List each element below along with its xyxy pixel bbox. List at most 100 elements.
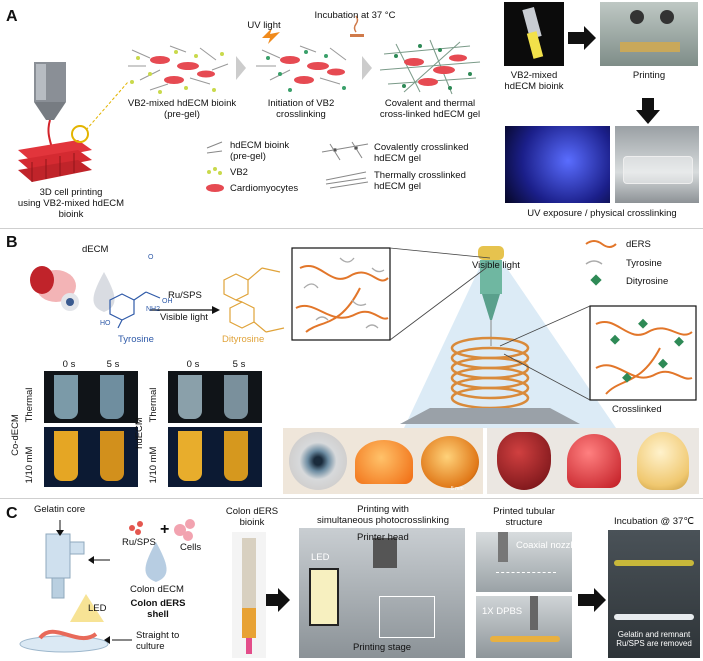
dityrosine-name: Dityrosine: [222, 334, 265, 345]
photo-ders-bioink: [232, 532, 266, 658]
printer-icon: [34, 62, 66, 166]
panel-label-a: A: [6, 8, 18, 25]
legend-dityrosine-label: Dityrosine: [626, 276, 669, 287]
network-zoom-right: [589, 305, 697, 401]
catalyst-label: Ru/SPS: [168, 290, 202, 301]
stage3-network: [379, 39, 481, 95]
vial-thermal-hdecm: [168, 371, 262, 423]
time-5s-b: 5 s: [232, 359, 246, 370]
photo4-caption: Gelatin and remnant Ru/SPS are removed: [616, 630, 692, 648]
photo-printing: [600, 2, 698, 66]
stage3-label: Covalent and thermal cross-linked hdECM …: [379, 98, 481, 120]
tyrosine-structure: [109, 291, 161, 329]
photo1-title: Colon dERS bioink: [225, 506, 279, 528]
photo2-led-label: LED: [311, 552, 330, 563]
photo2-head-label: Printer head: [357, 532, 409, 543]
tyrosine-oh-label: OH: [162, 298, 173, 305]
photo-crosslinking: [615, 126, 699, 203]
photo3-title: Printed tubular structure: [493, 506, 555, 528]
dityrosine-structure: [223, 267, 285, 333]
led-label: LED: [88, 603, 107, 614]
plus-sign: +: [160, 521, 170, 538]
incubation-label: Incubation at 37 °C: [314, 10, 396, 21]
vial-ders-co-decm: [44, 427, 138, 487]
pig-heart-icon: [30, 266, 79, 311]
photo-dpbs-bath: 1X DPBS: [476, 596, 572, 658]
print-bed-icon: [400, 408, 580, 424]
legend-thermal-icon: [325, 171, 369, 189]
tyrosine-nh2-label: NH2: [146, 306, 161, 313]
network-zoom-left: [291, 247, 391, 341]
printed-lattice-icon: [18, 81, 129, 182]
tyrosine-ho-label: HO: [100, 320, 111, 327]
time-0s-b: 0 s: [186, 359, 200, 370]
legend-covalent-icon: [321, 141, 369, 161]
scale-bar-label: 5 mm: [451, 486, 464, 492]
colon-decm-drop-icon: [145, 542, 167, 582]
reaction-light-label: Visible light: [160, 312, 208, 323]
row-conc-a: 1/10 mM: [24, 446, 35, 484]
photo-incubation: Gelatin and remnant Ru/SPS are removed: [608, 530, 700, 658]
crosslinked-label: Crosslinked: [612, 404, 662, 415]
legend-ders-icon: [585, 240, 617, 248]
time-0s-a: 0 s: [62, 359, 76, 370]
colon-ders-shell-label: Colon dERS shell: [130, 598, 186, 620]
photo-printing-station: LED Printer head Printing stage: [299, 528, 465, 658]
stage2-network: [256, 45, 347, 92]
panel-a-diagram: [18, 15, 660, 192]
time-5s-a: 5 s: [106, 359, 120, 370]
printer-caption: 3D cell printing using VB2-mixed hdECM b…: [17, 187, 125, 220]
stage1-network: [128, 45, 229, 94]
cells-icon: [174, 519, 195, 541]
divider-b-c: [0, 498, 703, 499]
photo4-title: Incubation @ 37℃: [614, 516, 694, 527]
legend-tyrosine-label: Tyrosine: [626, 258, 662, 269]
row-thermal-b: Thermal: [148, 387, 159, 423]
photo2-title: Printing with simultaneous photocrosslin…: [316, 504, 450, 526]
photo-heart-constructs: [487, 428, 699, 494]
colon-decm-label: Colon dECM: [130, 584, 184, 595]
divider-a-b: [0, 228, 703, 229]
straight-to-culture-label: Straight to culture: [136, 630, 180, 652]
tyrosine-o-label: O: [148, 254, 154, 261]
row-conc-b: 1/10 mM: [148, 446, 159, 484]
panel-b-diagram: [30, 240, 697, 428]
photo3-dpbs-label: 1X DPBS: [482, 606, 523, 617]
cells-label: Cells: [180, 542, 202, 553]
photo-uv-exposure: [505, 126, 610, 203]
visible-light-source-icon: [478, 246, 504, 260]
uv-light-label: UV light: [247, 20, 281, 31]
stage2-label: Initiation of VB2 crosslinking: [267, 98, 335, 120]
uv-light-icon: [262, 28, 280, 44]
photo3-nozzle-label: Coaxial nozzle: [516, 540, 572, 551]
vial-ders-hdecm: [168, 427, 262, 487]
group-hdecm: hdECM: [134, 417, 145, 449]
legend-ders-label: dERS: [626, 239, 651, 250]
legend-dityrosine-icon: [590, 274, 602, 286]
photo-bioink-syringe: [504, 2, 564, 66]
legend-bioink-label: hdECM bioink (pre-gel): [230, 140, 290, 162]
ru-sps-icon: [129, 521, 143, 535]
visible-light-label: Visible light: [472, 260, 520, 271]
vial-thermal-co-decm: [44, 371, 138, 423]
culture-dish-icon: [19, 635, 109, 653]
panel-label-c: C: [6, 505, 18, 522]
tyrosine-name: Tyrosine: [118, 334, 154, 345]
legend-thermal-label: Thermally crosslinked hdECM gel: [374, 170, 466, 192]
printed-coil-icon: [450, 336, 530, 410]
group-co-decm: Co-dECM: [10, 414, 21, 456]
panel-label-b: B: [6, 234, 18, 251]
ru-sps-label: Ru/SPS: [122, 537, 156, 548]
photo-uv-label: UV exposure / physical crosslinking: [527, 208, 677, 219]
legend-covalent-label: Covalently crosslinked hdECM gel: [374, 142, 469, 164]
decm-label: dECM: [82, 244, 109, 255]
stage1-label: VB2-mixed hdECM bioink (pre-gel): [127, 98, 237, 120]
gelatin-core-label: Gelatin core: [34, 504, 86, 515]
legend-cardio-icon: [206, 184, 224, 192]
coaxial-printer-icon: [45, 533, 85, 599]
photo-eye-constructs: 5 mm: [283, 428, 483, 494]
decm-drop-icon: [93, 272, 115, 312]
photo-printing-label: Printing: [632, 70, 666, 81]
legend-vb2-label: VB2: [230, 167, 248, 178]
photo-coaxial-nozzle: Coaxial nozzle: [476, 532, 572, 592]
